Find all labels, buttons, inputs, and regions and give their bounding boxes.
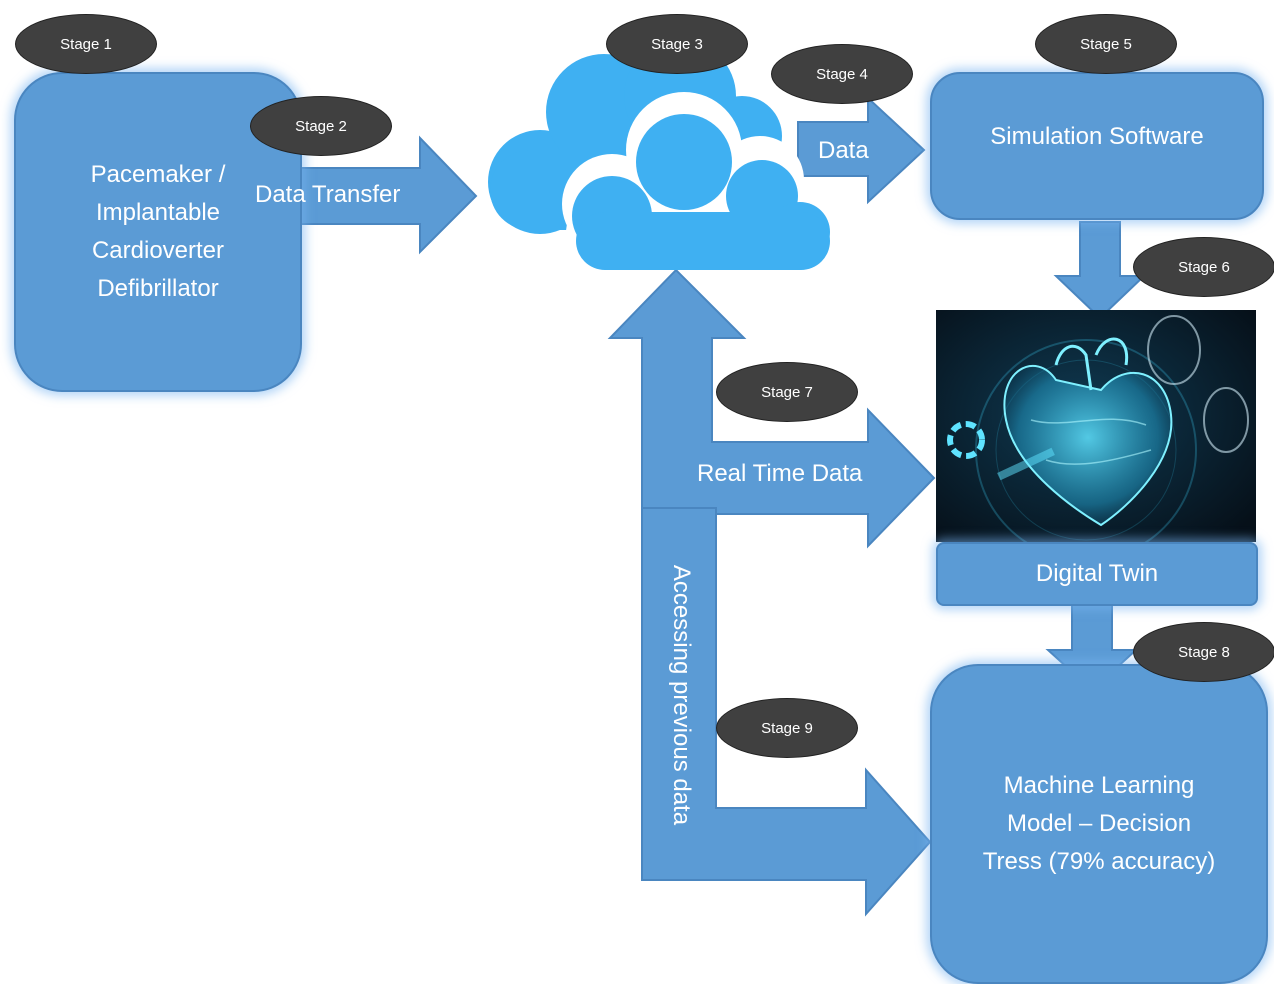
accessing-previous-data-arrow [641, 507, 932, 917]
pacemaker-line-2: Implantable [95, 199, 221, 226]
stage-2-badge: Stage 2 [250, 96, 392, 156]
ml-model-line-1: Machine Learning [1003, 772, 1195, 799]
accessing-previous-data-label: Accessing previous data [668, 564, 695, 826]
data-arrow [797, 95, 926, 205]
stage-7-badge: Stage 7 [716, 362, 858, 422]
stage-1-badge: Stage 1 [15, 14, 157, 74]
stage6-down-arrow [1053, 221, 1147, 320]
stage-4-badge: Stage 4 [771, 44, 913, 104]
pacemaker-line-1: Pacemaker / [90, 161, 226, 188]
real-time-data-arrow [607, 268, 936, 549]
simulation-software-label: Simulation Software [990, 123, 1204, 150]
stage-6-badge: Stage 6 [1133, 237, 1274, 297]
data-label: Data [818, 137, 869, 164]
simulation-software-box: Simulation Software [930, 72, 1264, 220]
stage-8-badge: Stage 8 [1133, 622, 1274, 682]
pacemaker-line-3: Cardioverter [91, 237, 225, 264]
ml-model-box: Machine Learning Model – Decision Tress … [930, 664, 1268, 984]
data-transfer-label: Data Transfer [255, 181, 401, 208]
pacemaker-line-4: Defibrillator [97, 275, 219, 302]
digital-twin-label: Digital Twin [1035, 560, 1159, 587]
digital-twin-box: Digital Twin [936, 542, 1258, 606]
real-time-data-label: Real Time Data [697, 460, 863, 487]
stage-5-badge: Stage 5 [1035, 14, 1177, 74]
cloud-icon [488, 40, 830, 270]
ml-model-line-3: Tress (79% accuracy) [982, 848, 1216, 875]
digital-twin-heart-image [936, 310, 1256, 542]
ml-model-line-2: Model – Decision [1006, 810, 1192, 837]
stage-9-badge: Stage 9 [716, 698, 858, 758]
stage-3-badge: Stage 3 [606, 14, 748, 74]
